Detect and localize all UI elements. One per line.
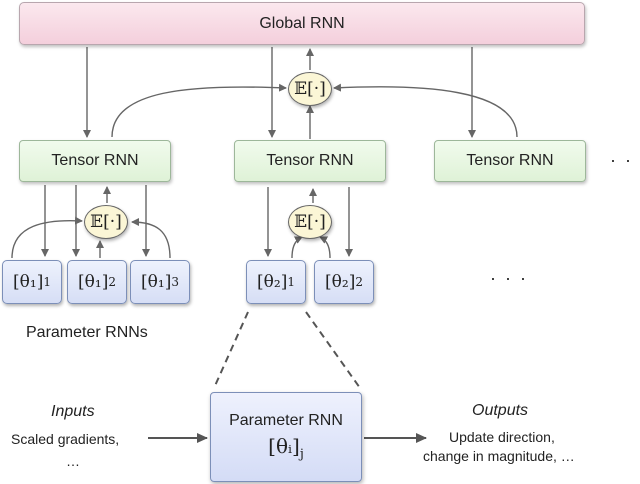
tensor-rnn-3: Tensor RNN [434,140,586,182]
parameter-rnn-detail: Parameter RNN [θᵢ]j [210,392,362,482]
outputs-line-1: Update direction, [449,429,555,445]
param-rnn-1-1: [θ₁]1 [2,260,62,304]
parameter-rnns-label: Parameter RNNs [26,324,148,341]
arrow-tensor3-to-exp [333,83,518,138]
param-symbol: [θ₁] [78,272,109,292]
global-rnn-box: Global RNN [19,2,585,45]
inputs-heading: Inputs [51,403,95,420]
expectation-node-global: 𝔼[·] [288,72,332,106]
parameter-rnn-symbol: [θᵢ]j [268,434,304,462]
param-rnn-2-2: [θ₂]2 [314,260,374,304]
inputs-line-1: Scaled gradients, [11,431,120,447]
param-subscript: 2 [108,275,116,289]
zoom-line-right [305,311,361,389]
param-symbol: [θ₁] [141,272,172,292]
param-rnn-2-1: [θ₂]1 [246,260,306,304]
ellipsis-mid: · · · [490,268,528,288]
arrow-param21-to-exp2 [291,236,303,259]
inputs-line-2: … [66,453,80,469]
param-rnn-1-3: [θ₁]3 [130,260,190,304]
outputs-line-2: change in magnitude, … [423,448,575,464]
tensor-rnn-label: Tensor RNN [266,152,354,169]
arrow-param11-to-exp1 [11,216,83,259]
param-symbol: [θ₂] [325,272,356,292]
arrow-param22-to-exp2 [319,236,331,259]
tensor-rnn-1: Tensor RNN [19,140,171,182]
global-rnn-label: Global RNN [259,14,345,32]
arrow-param13-to-exp1 [131,218,171,259]
ellipsis-top: · · · [610,150,640,170]
param-subscript: j [299,447,304,462]
expectation-node-tensor2: 𝔼[·] [288,205,332,239]
outputs-heading: Outputs [472,402,529,419]
param-symbol: [θ₂] [257,272,288,292]
param-rnn-1-2: [θ₁]2 [67,260,127,304]
expectation-node-tensor1: 𝔼[·] [84,205,128,239]
param-subscript: 1 [287,275,295,289]
param-subscript: 1 [43,275,51,289]
param-subscript: 2 [355,275,363,289]
arrow-tensor1-to-exp [111,83,287,138]
param-symbol: [θᵢ] [268,434,300,458]
tensor-rnn-label: Tensor RNN [51,152,139,169]
param-symbol: [θ₁] [13,272,44,292]
zoom-line-left [213,311,249,389]
tensor-rnn-label: Tensor RNN [466,152,554,169]
parameter-rnn-title: Parameter RNN [229,412,343,429]
param-subscript: 3 [171,275,179,289]
tensor-rnn-2: Tensor RNN [234,140,386,182]
